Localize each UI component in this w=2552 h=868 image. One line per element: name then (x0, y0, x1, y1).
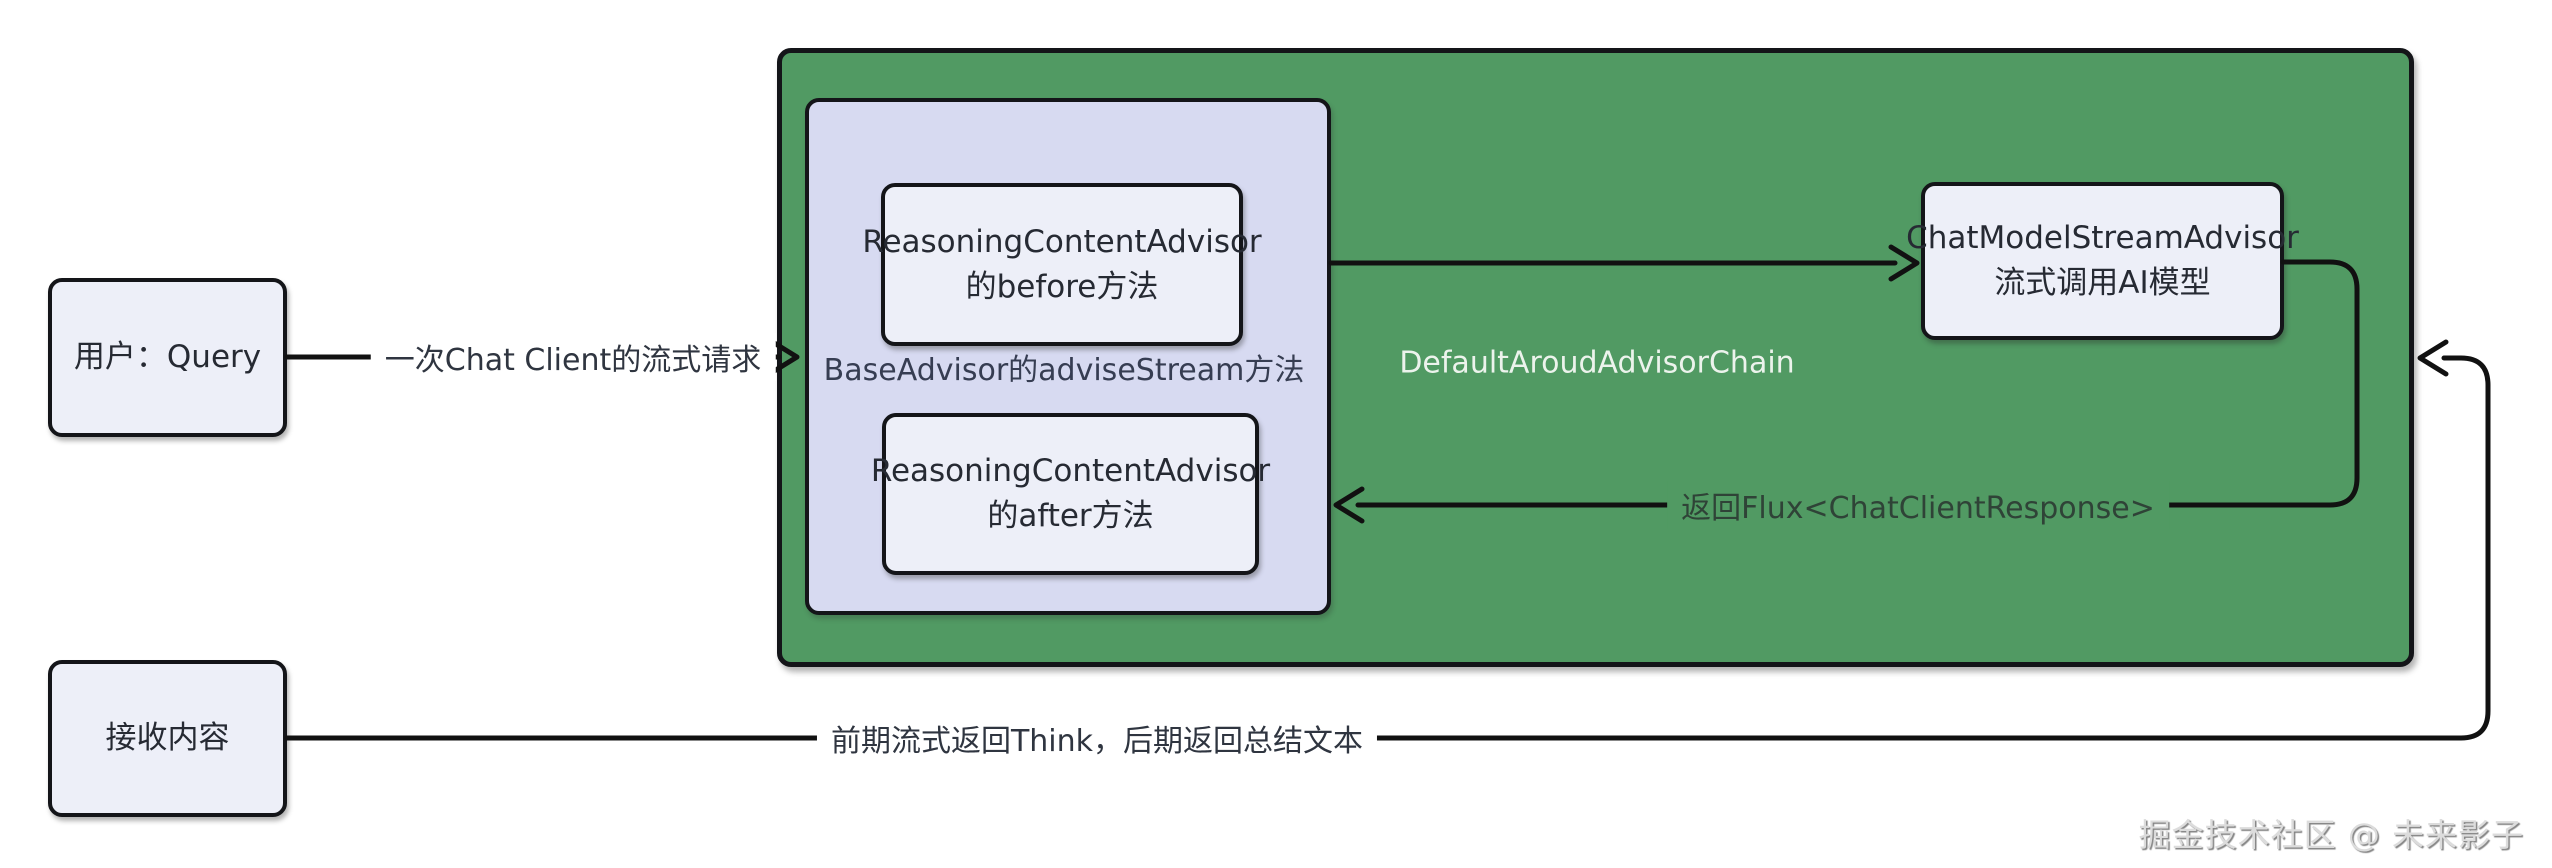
advisor-chain-group-label: DefaultAroudAdvisorChain (1399, 345, 1795, 381)
node-user-query: 用户：Query (48, 278, 287, 437)
edge-receive-arrowhead (2417, 339, 2449, 377)
node-chat-model-line1: ChatModelStreamAdvisor (1906, 220, 2299, 257)
node-receive-content-label: 接收内容 (105, 720, 230, 757)
advise-stream-group-label: BaseAdvisor的adviseStream方法 (823, 353, 1305, 388)
node-after-method-line1: ReasoningContentAdvisor (870, 453, 1271, 490)
node-user-query-label: 用户：Query (73, 339, 262, 376)
edge-receive-label: 前期流式返回Think，后期返回总结文本 (816, 714, 1378, 762)
watermark-text: 掘金技术社区 @ 未来影子 (2138, 816, 2524, 854)
node-before-method-line2: 的before方法 (965, 268, 1159, 305)
node-before-method-line1: ReasoningContentAdvisor (862, 223, 1262, 260)
node-receive-content: 接收内容 (48, 660, 287, 817)
node-after-method: ReasoningContentAdvisor 的after方法 (871, 413, 1270, 575)
node-chat-model-stream-advisor: ChatModelStreamAdvisor 流式调用AI模型 (1906, 182, 2299, 340)
node-chat-model-line2: 流式调用AI模型 (1994, 265, 2211, 301)
edge-return-label: 返回Flux<ChatClientResponse> (1667, 481, 2169, 529)
node-before-method: ReasoningContentAdvisor 的before方法 (862, 183, 1262, 346)
node-after-method-line2: 的after方法 (987, 498, 1154, 534)
edge-request-label: 一次Chat Client的流式请求 (370, 333, 776, 381)
